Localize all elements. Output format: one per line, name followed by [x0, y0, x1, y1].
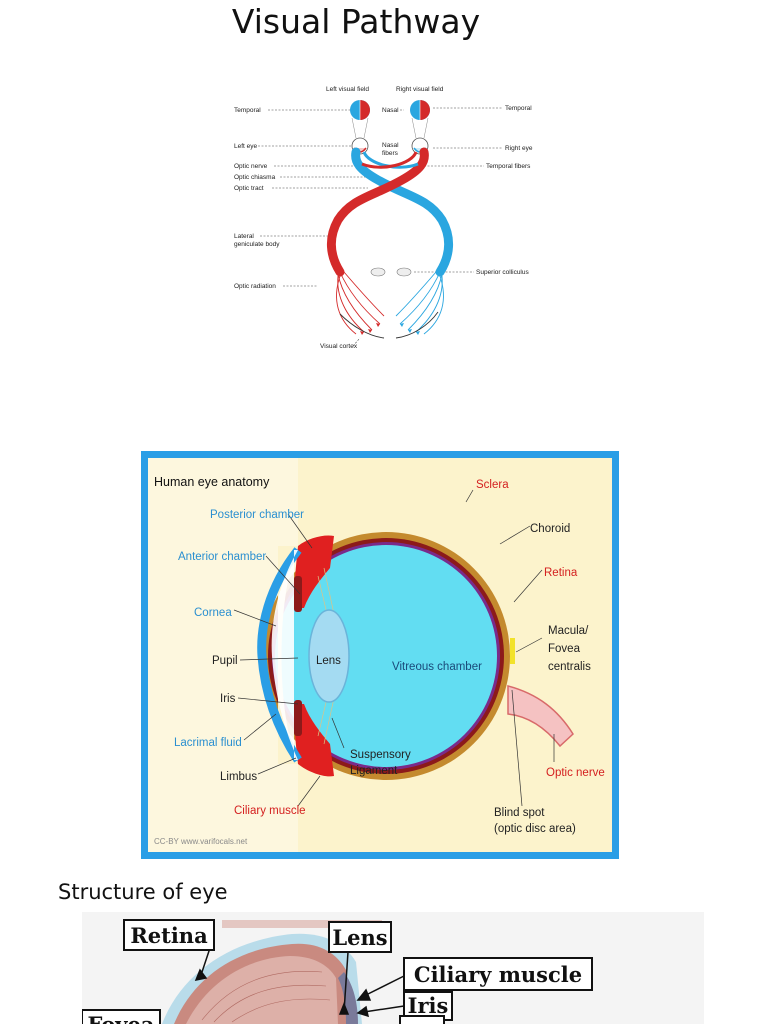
cornea-shape	[257, 547, 302, 763]
page-title: Visual Pathway	[231, 2, 481, 41]
vitreous-chamber-shape	[275, 545, 497, 767]
left-superior-colliculus	[370, 267, 386, 277]
lower-iris	[294, 700, 302, 736]
label-lacrimal-fluid: Lacrimal fluid	[174, 737, 242, 749]
label-ciliary-muscle: Ciliary muscle	[414, 962, 582, 987]
label-macula-1: Macula/	[548, 625, 589, 637]
label-pupil: Pupil	[212, 655, 238, 667]
visual-pathway-diagram: Left visual field Right visual field Tem…	[234, 86, 533, 350]
label-cornea: Cornea	[194, 607, 232, 619]
optic-nerve-shape	[507, 685, 574, 748]
upper-ciliary-body	[294, 535, 334, 608]
label-temporal-left: Temporal	[234, 107, 261, 114]
left-optic-radiation	[336, 271, 385, 335]
macula-spot	[510, 638, 515, 664]
pathway-leader-lines	[258, 107, 503, 347]
label-lateral-geniculate-1: Lateral	[234, 233, 254, 240]
left-visual-field-icon	[350, 100, 370, 120]
label-temporal-right: Temporal	[505, 105, 532, 112]
label-iris: Iris	[408, 993, 449, 1018]
label-ciliary-muscle: Ciliary muscle	[234, 805, 306, 817]
label-retina: Retina	[544, 567, 578, 579]
label-temporal-fibers: Temporal fibers	[486, 163, 531, 170]
ciliary-region	[338, 972, 358, 1024]
label-limbus: Limbus	[220, 771, 257, 783]
label-optic-nerve: Optic nerve	[546, 767, 605, 779]
label-vitreous-chamber: Vitreous chamber	[392, 661, 482, 673]
right-optic-pathway	[327, 147, 429, 277]
structure-title: Structure of eye	[58, 880, 228, 904]
retina-label-box: Retina	[123, 919, 215, 951]
label-retina: Retina	[130, 923, 208, 948]
label-optic-chiasma: Optic chiasma	[234, 174, 276, 181]
lower-ciliary-body	[294, 704, 334, 777]
label-right-visual-field: Right visual field	[396, 86, 444, 93]
label-fovea: Fovea	[88, 1012, 155, 1024]
label-lens: Lens	[332, 925, 387, 950]
lens-shape	[308, 609, 350, 703]
right-visual-field-icon	[410, 100, 430, 120]
structure-of-eye-diagram: Retina Lens Ciliary muscle Iris Fovea	[82, 912, 704, 1024]
label-blind-spot-1: Blind spot	[494, 807, 545, 819]
label-nasal: Nasal	[382, 107, 399, 114]
label-optic-nerve: Optic nerve	[234, 163, 268, 170]
right-optic-radiation	[395, 271, 444, 335]
label-superior-colliculus: Superior colliculus	[476, 269, 529, 276]
lens-label-box: Lens	[328, 921, 392, 953]
label-suspensory-2: Ligament	[350, 765, 398, 777]
eye-anatomy-figure: Human eye anatomy Posterior chamber Ante…	[141, 451, 619, 859]
label-macula-2: Fovea	[548, 643, 581, 655]
right-superior-colliculus	[396, 267, 412, 277]
eye-anatomy-diagram: Human eye anatomy Posterior chamber Ante…	[148, 458, 612, 852]
label-suspensory-1: Suspensory	[350, 749, 411, 761]
label-right-eye: Right eye	[505, 145, 533, 152]
label-visual-cortex: Visual cortex	[320, 343, 358, 350]
label-blind-spot-2: (optic disc area)	[494, 823, 576, 835]
label-nasal-fibers-1: Nasal	[382, 142, 399, 149]
eye-anatomy-heading: Human eye anatomy	[154, 475, 270, 489]
label-optic-tract: Optic tract	[234, 185, 264, 192]
label-iris: Iris	[220, 693, 236, 705]
fovea-label-box: Fovea	[82, 1009, 161, 1024]
label-lens: Lens	[316, 655, 341, 667]
label-nasal-fibers-2: fibers	[382, 150, 399, 157]
ciliary-muscle-label-box: Ciliary muscle	[403, 957, 593, 991]
visual-cortex-outline	[339, 311, 439, 339]
label-choroid: Choroid	[530, 523, 570, 535]
upper-iris	[294, 576, 302, 612]
label-posterior-chamber: Posterior chamber	[210, 509, 304, 521]
label-lateral-geniculate-2: geniculate body	[234, 241, 280, 248]
left-optic-pathway	[351, 147, 453, 277]
label-left-visual-field: Left visual field	[326, 86, 369, 93]
label-left-eye: Left eye	[234, 143, 258, 150]
label-anterior-chamber: Anterior chamber	[178, 551, 266, 563]
credit-text: CC-BY www.varifocals.net	[154, 837, 248, 846]
label-optic-radiation: Optic radiation	[234, 283, 276, 290]
label-sclera: Sclera	[476, 479, 509, 491]
label-macula-3: centralis	[548, 661, 591, 673]
